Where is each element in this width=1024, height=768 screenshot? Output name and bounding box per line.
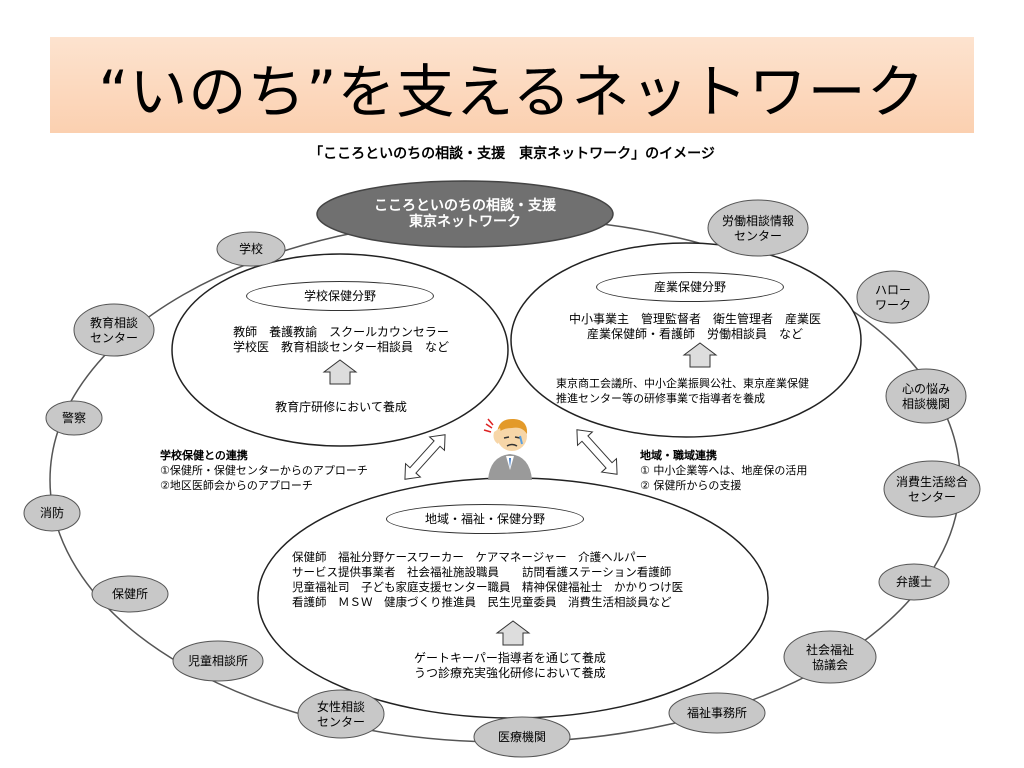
node-fukushi-label: 福祉事務所 — [669, 706, 765, 721]
school-link: 学校保健との連携 ①保健所・保健センターからのアプローチ ②地区医師会からのアプ… — [160, 448, 400, 493]
node-jidou — [172, 640, 264, 682]
text-line: 労働相談情報 — [721, 214, 794, 228]
text-line: 女性相談 — [316, 700, 365, 714]
node-shobo-label: 消防 — [24, 506, 80, 521]
school-up-arrow — [322, 359, 358, 385]
industry-area-training: 東京商工会議所、中小企業振興公社、東京産業保健 推進センター等の研修事業で指導者… — [556, 376, 866, 406]
node-jidou-label: 児童相談所 — [173, 654, 263, 669]
text-line: センター — [733, 229, 782, 243]
center-node-line2: 東京ネットワーク — [409, 214, 521, 230]
diagram-subtitle: 「こころといのちの相談・支援 東京ネットワーク」のイメージ — [309, 146, 715, 162]
text-line: ワーク — [874, 298, 911, 312]
text-line: ② 保健所からの支援 — [640, 479, 742, 492]
node-keisatsu — [45, 400, 103, 436]
text-line: 心の悩み — [901, 382, 950, 396]
school-link-title: 学校保健との連携 — [160, 449, 248, 462]
node-gakko-label: 学校 — [217, 242, 285, 257]
node-hello-label: ハローワーク — [857, 283, 929, 313]
community-area-training: ゲートキーパー指導者を通じて養成 うつ診療充実強化研修において養成 — [414, 651, 634, 681]
regional-link: 地域・職域連携 ① 中小企業等へは、地産保の活用 ② 保健所からの支援 — [640, 448, 870, 493]
text-line: ハロー — [874, 283, 911, 297]
node-kyoiku-label: 教育相談センター — [74, 316, 154, 346]
text-line: 消防 — [39, 506, 64, 520]
industry-area-members: 中小事業主 管理監督者 衛生管理者 産業医 産業保健師・看護師 労働相談員 など — [536, 312, 854, 342]
industry-up-arrow — [682, 342, 718, 368]
node-kyoiku — [73, 303, 155, 357]
node-fukushi — [668, 692, 766, 734]
text-line: 福祉事務所 — [686, 706, 747, 720]
node-josei — [297, 689, 385, 739]
industry-area-label: 産業保健分野 — [596, 272, 784, 302]
node-bengoshi — [878, 563, 950, 601]
node-bengoshi-label: 弁護士 — [879, 575, 949, 590]
text-line: 警察 — [61, 411, 86, 425]
text-line: 学校医 教育相談センター相談員 など — [232, 340, 449, 354]
school-area-label: 学校保健分野 — [246, 281, 434, 311]
text-line: センター — [89, 331, 138, 345]
page-title: “いのち”を支えるネットワーク — [98, 58, 926, 126]
text-line: 保健所 — [111, 587, 148, 601]
school-area-training: 教育庁研修において養成 — [275, 400, 407, 414]
node-gakko — [216, 231, 286, 267]
text-line: 教師 養護教諭 スクールカウンセラー — [233, 325, 449, 339]
center-node: こころといのちの相談・支援 東京ネットワーク — [317, 198, 613, 230]
text-line: 医療機関 — [497, 730, 546, 744]
node-hokenjo — [91, 575, 169, 613]
worried-person-icon — [483, 418, 532, 480]
text-line: 児童相談所 — [187, 654, 248, 668]
title-banner: “いのち”を支えるネットワーク — [50, 37, 974, 133]
node-shohi-label: 消費生活総合センター — [884, 475, 980, 505]
node-shakai-label: 社会福祉協議会 — [784, 643, 876, 673]
center-node-shape — [316, 180, 614, 248]
text-line: 社会福祉 — [805, 643, 854, 657]
text-line: 学校 — [238, 242, 263, 256]
node-shakai — [783, 630, 877, 684]
text-line: センター — [316, 715, 365, 729]
text-line: センター — [907, 490, 956, 504]
node-hello — [856, 270, 930, 324]
text-line: 推進センター等の研修事業で指導者を養成 — [556, 392, 765, 405]
community-area-label: 地域・福祉・保健分野 — [386, 504, 584, 534]
text-line: ①保健所・保健センターからのアプローチ — [160, 464, 368, 477]
text-line: 教育相談 — [89, 316, 138, 330]
node-shobo — [23, 494, 81, 532]
node-roudou — [707, 199, 809, 257]
node-kokoro — [885, 368, 967, 424]
text-line: うつ診療充実強化研修において養成 — [414, 666, 606, 680]
text-line: 消費生活総合 — [895, 475, 968, 489]
node-kokoro-label: 心の悩み相談機関 — [886, 382, 966, 412]
node-iryou — [473, 716, 571, 758]
node-roudou-label: 労働相談情報センター — [708, 214, 808, 244]
text-line: ゲートキーパー指導者を通じて養成 — [414, 651, 606, 665]
community-area-members: 保健師 福祉分野ケースワーカー ケアマネージャー 介護ヘルパー サービス提供事業… — [292, 550, 758, 610]
text-line: 東京商工会議所、中小企業振興公社、東京産業保健 — [556, 377, 809, 390]
node-iryou-label: 医療機関 — [474, 730, 570, 745]
node-keisatsu-label: 警察 — [46, 411, 102, 426]
text-line: 保健師 福祉分野ケースワーカー ケアマネージャー 介護ヘルパー — [292, 550, 648, 564]
community-up-arrow — [495, 620, 531, 646]
text-line: 産業保健師・看護師 労働相談員 など — [586, 327, 803, 341]
text-line: 看護師 ＭＳＷ 健康づくり推進員 民生児童委員 消費生活相談員など — [292, 595, 672, 609]
right-double-arrow — [576, 429, 618, 475]
node-hokenjo-label: 保健所 — [92, 587, 168, 602]
left-double-arrow — [404, 434, 446, 480]
text-line: ① 中小企業等へは、地産保の活用 — [640, 464, 808, 477]
node-shohi — [883, 460, 981, 518]
text-line: 中小事業主 管理監督者 衛生管理者 産業医 — [568, 312, 821, 326]
text-line: 弁護士 — [895, 575, 932, 589]
text-line: 児童福祉司 子ども家庭支援センター職員 精神保健福祉士 かかりつけ医 — [292, 580, 684, 594]
text-line: 協議会 — [811, 658, 848, 672]
node-josei-label: 女性相談センター — [298, 700, 384, 730]
school-area-members: 教師 養護教諭 スクールカウンセラー 学校医 教育相談センター相談員 など — [196, 325, 486, 355]
text-line: ②地区医師会からのアプローチ — [160, 479, 313, 492]
text-line: 相談機関 — [901, 397, 950, 411]
text-line: サービス提供事業者 社会福祉施設職員 訪問看護ステーション看護師 — [292, 565, 672, 579]
center-node-line1: こころといのちの相談・支援 — [374, 198, 556, 214]
regional-link-title: 地域・職域連携 — [640, 449, 717, 462]
